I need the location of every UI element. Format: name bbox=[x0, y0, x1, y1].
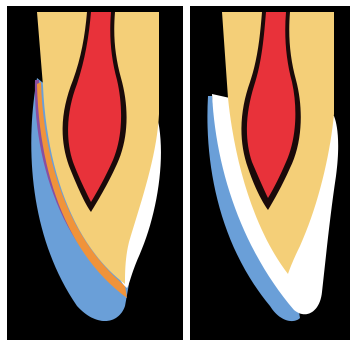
tooth-diagram-right bbox=[190, 6, 350, 340]
tooth-diagram-left bbox=[7, 6, 183, 340]
panel-divider bbox=[184, 6, 189, 340]
